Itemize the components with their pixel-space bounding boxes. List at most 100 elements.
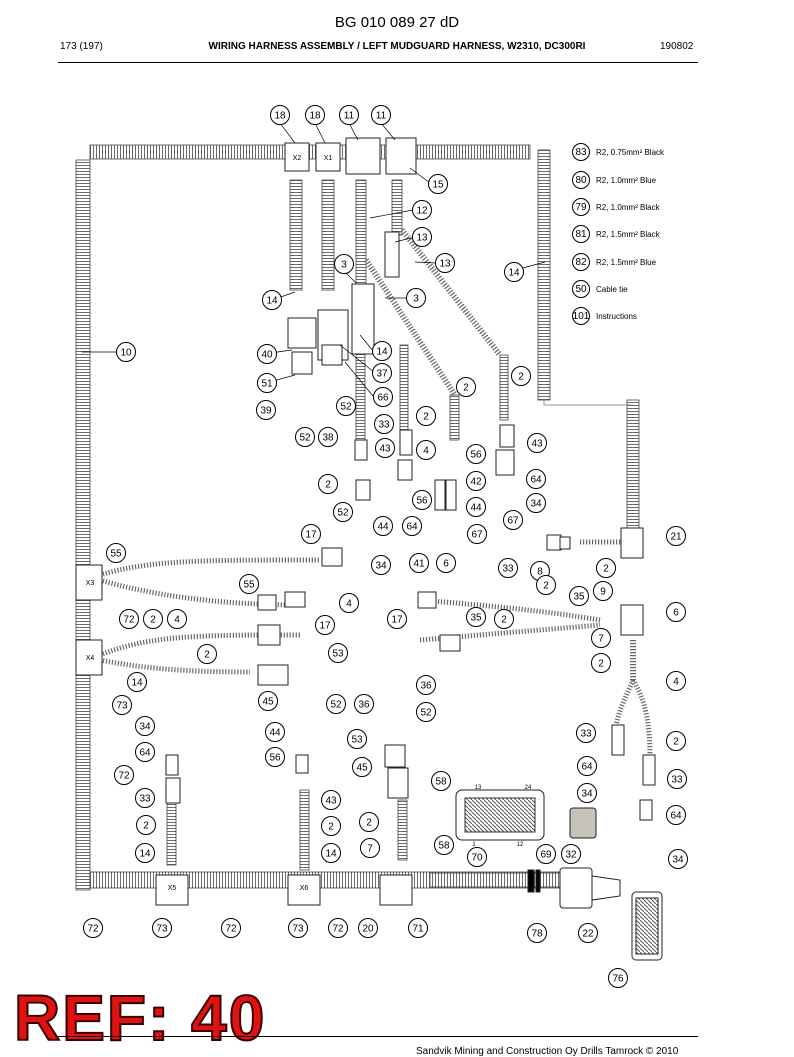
callout-14: 14 xyxy=(262,290,282,310)
svg-text:2: 2 xyxy=(543,581,549,592)
callout-64: 64 xyxy=(402,516,422,536)
callout-52: 52 xyxy=(336,396,356,416)
svg-text:42: 42 xyxy=(470,477,482,488)
svg-text:14: 14 xyxy=(376,347,388,358)
callout-18: 18 xyxy=(270,105,290,125)
callout-2: 2 xyxy=(666,731,686,751)
callout-44: 44 xyxy=(466,497,486,517)
callout-52: 52 xyxy=(326,694,346,714)
callout-33: 33 xyxy=(498,558,518,578)
callout-38: 38 xyxy=(318,427,338,447)
callout-2: 2 xyxy=(494,609,514,629)
svg-text:14: 14 xyxy=(508,268,520,279)
page-title: WIRING HARNESS ASSEMBLY / LEFT MUDGUARD … xyxy=(208,41,586,52)
svg-text:2: 2 xyxy=(143,821,149,832)
svg-text:56: 56 xyxy=(416,496,428,507)
svg-text:2: 2 xyxy=(501,615,507,626)
svg-text:44: 44 xyxy=(377,522,389,533)
svg-text:51: 51 xyxy=(261,379,273,390)
svg-text:12: 12 xyxy=(416,206,428,217)
svg-text:33: 33 xyxy=(580,729,592,740)
callout-52: 52 xyxy=(333,502,353,522)
svg-text:4: 4 xyxy=(423,446,429,457)
svg-text:32: 32 xyxy=(565,850,577,861)
callout-36: 36 xyxy=(354,694,374,714)
svg-text:52: 52 xyxy=(337,508,349,519)
callout-33: 33 xyxy=(374,414,394,434)
svg-text:72: 72 xyxy=(332,924,344,935)
callout-10: 10 xyxy=(116,342,136,362)
callout-40: 40 xyxy=(257,344,277,364)
svg-text:2: 2 xyxy=(328,822,334,833)
svg-text:37: 37 xyxy=(376,369,388,380)
svg-text:78: 78 xyxy=(531,929,543,940)
relay-11b xyxy=(385,137,417,175)
svg-text:41: 41 xyxy=(413,559,425,570)
callout-42: 42 xyxy=(466,471,486,491)
callout-56: 56 xyxy=(466,444,486,464)
svg-text:72: 72 xyxy=(87,924,99,935)
callout-14: 14 xyxy=(127,672,147,692)
callout-3: 3 xyxy=(334,254,354,274)
svg-text:20: 20 xyxy=(362,924,374,935)
callout-58: 58 xyxy=(431,771,451,791)
callout-6: 6 xyxy=(436,553,456,573)
callout-43: 43 xyxy=(375,438,395,458)
svg-text:52: 52 xyxy=(340,402,352,413)
svg-text:56: 56 xyxy=(470,450,482,461)
callout-72: 72 xyxy=(221,918,241,938)
svg-text:13: 13 xyxy=(416,233,428,244)
callout-78: 78 xyxy=(527,923,547,943)
svg-text:69: 69 xyxy=(540,850,552,861)
connector-pin-number: 1 xyxy=(472,842,476,848)
callout-36: 36 xyxy=(416,675,436,695)
connector-pin-number: 12 xyxy=(517,842,524,848)
svg-text:2: 2 xyxy=(598,659,604,670)
svg-text:70: 70 xyxy=(471,853,483,864)
callout-58: 58 xyxy=(434,835,454,855)
callout-34: 34 xyxy=(526,493,546,513)
svg-text:45: 45 xyxy=(356,763,368,774)
svg-text:18: 18 xyxy=(309,111,321,122)
svg-text:17: 17 xyxy=(391,615,403,626)
callout-17: 17 xyxy=(387,609,407,629)
svg-text:72: 72 xyxy=(123,615,135,626)
callout-20: 20 xyxy=(358,918,378,938)
svg-text:55: 55 xyxy=(243,580,255,591)
callout-2: 2 xyxy=(456,377,476,397)
svg-text:33: 33 xyxy=(378,420,390,431)
conduit-right-vertical xyxy=(537,149,551,401)
svg-text:35: 35 xyxy=(470,613,482,624)
svg-text:18: 18 xyxy=(274,111,286,122)
conduit-top xyxy=(89,144,531,160)
callout-3: 3 xyxy=(406,288,426,308)
callout-4: 4 xyxy=(416,440,436,460)
svg-text:36: 36 xyxy=(420,681,432,692)
footer-text: Sandvik Mining and Construction Oy Drill… xyxy=(416,1046,679,1057)
callout-72: 72 xyxy=(114,765,134,785)
svg-text:76: 76 xyxy=(612,974,624,985)
svg-text:33: 33 xyxy=(139,794,151,805)
callout-56: 56 xyxy=(265,747,285,767)
callout-34: 34 xyxy=(577,783,597,803)
callout-53: 53 xyxy=(347,729,367,749)
callout-15: 15 xyxy=(428,174,448,194)
svg-text:21: 21 xyxy=(670,532,682,543)
svg-text:2: 2 xyxy=(204,650,210,661)
svg-text:52: 52 xyxy=(299,433,311,444)
callout-7: 7 xyxy=(360,838,380,858)
svg-text:14: 14 xyxy=(325,849,337,860)
connector-pin-number: 24 xyxy=(525,785,532,791)
svg-text:9: 9 xyxy=(600,587,606,598)
svg-text:6: 6 xyxy=(673,608,679,619)
callout-2: 2 xyxy=(197,644,217,664)
callout-11: 11 xyxy=(371,105,391,125)
callout-73: 73 xyxy=(112,695,132,715)
mudguard-junction-upper xyxy=(75,564,103,601)
svg-text:72: 72 xyxy=(225,924,237,935)
svg-text:14: 14 xyxy=(266,296,278,307)
svg-text:7: 7 xyxy=(598,634,604,645)
callout-43: 43 xyxy=(321,790,341,810)
